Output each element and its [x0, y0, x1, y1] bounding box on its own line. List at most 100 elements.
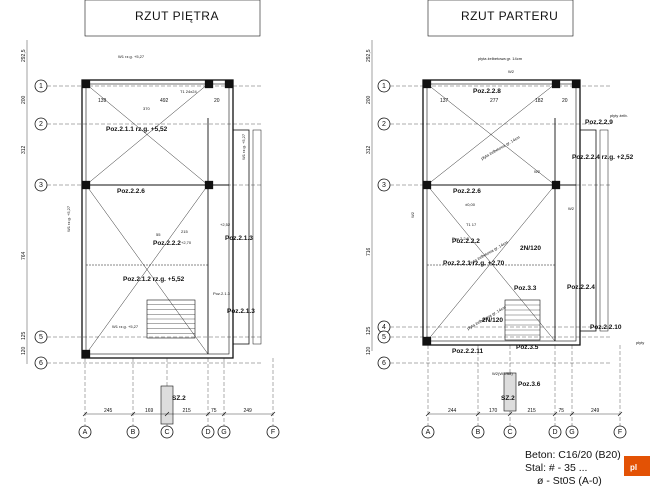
ground-position-label-10: Poz.3.5 — [516, 344, 539, 351]
upper-col-bubble-F-label: F — [271, 429, 275, 436]
upper-position-label-4: Poz.2.2.2 — [153, 240, 181, 247]
ground-col-bubble-F-circle — [613, 425, 627, 439]
upper-note-4: T1 24x24 — [180, 89, 197, 94]
upper-row-bubble-6-label: 6 — [39, 360, 43, 367]
watermark-text: pl — [630, 463, 637, 472]
upper-col-bubble-A-label: A — [83, 429, 88, 436]
upper-note-2: W1 rz.g. +5,27 — [112, 324, 139, 329]
ground-dim-bottom-4: 249 — [591, 408, 600, 414]
upper-dim-left-1: 200 — [21, 95, 27, 104]
ground-position-label-5: Poz.2.2.1 rz.g. +2,70 — [443, 260, 505, 267]
upper-dim-left-5: 120 — [21, 346, 27, 355]
ground-row-bubble-3-label: 3 — [382, 182, 386, 189]
ground-note-12: W2(W1/B8) — [492, 371, 513, 376]
ground-position-label-9: Poz.2.2.11 — [452, 348, 483, 355]
ground-position-label-8: Poz.2.2.10 — [590, 324, 622, 331]
ground-column-3 — [422, 180, 432, 190]
upper-dim-tick-5 — [270, 411, 276, 417]
ground-dim-top-0: 137 — [440, 98, 449, 104]
ground-col-bubble-C-circle — [503, 425, 517, 439]
upper-row-bubble-6-circle — [34, 356, 48, 370]
material-legend: Beton: C16/20 (B20) Stal: # - 35 ... ø -… — [525, 449, 621, 487]
upper-row-bubble-1-circle — [34, 79, 48, 93]
ground-foundation-stub — [503, 372, 517, 412]
ground-dim-bottom-0: 244 — [448, 408, 457, 414]
upper-note-5: +2,70 — [181, 240, 192, 245]
ground-dim-left-1: 200 — [366, 95, 372, 104]
ground-note-4: płyty żelb. — [610, 113, 628, 118]
upper-dim-tick-2 — [164, 411, 170, 417]
ground-note-0: płyta żelbetowa gr. 14cm — [478, 56, 523, 61]
upper-col-bubble-D-circle — [201, 425, 215, 439]
upper-slab-diagonal-4 — [85, 184, 209, 355]
ground-row-bubble-1-circle — [377, 79, 391, 93]
upper-note-6: +2,52 — [220, 222, 231, 227]
ground-row-bubble-5-label: 5 — [382, 334, 386, 341]
upper-side-annex — [232, 129, 250, 345]
ground-note-10: ±0,00 — [465, 202, 476, 207]
upper-dim-left-0: 292,5 — [21, 49, 27, 62]
upper-note-0: W1 rz.g. +5,27 — [118, 54, 145, 59]
upper-outer-wall — [81, 79, 234, 359]
ground-position-label-14: 2N/120 — [520, 245, 541, 252]
ground-position-label-11: Poz.3.6 — [518, 381, 541, 388]
ground-row-bubble-2-label: 2 — [382, 121, 386, 128]
upper-dim-tick-4 — [221, 411, 227, 417]
upper-position-label-6: SZ.2 — [172, 395, 186, 402]
ground-position-label-12: SZ.2 — [501, 395, 515, 402]
ground-position-label-0: Poz.2.2.8 — [473, 88, 501, 95]
ground-col-bubble-G-circle — [565, 425, 579, 439]
upper-row-bubble-5-circle — [34, 330, 48, 344]
upper-dim-tick-3 — [205, 411, 211, 417]
upper-row-bubble-2-label: 2 — [39, 121, 43, 128]
upper-dim-bottom-2: 215 — [183, 408, 192, 414]
upper-note-1: W1 rz.g. +5,27 — [66, 205, 71, 232]
ground-dim-top-2: 182 — [535, 98, 544, 104]
ground-dim-tick-5 — [617, 411, 623, 417]
upper-title-frame — [84, 0, 261, 37]
upper-column-5 — [81, 349, 91, 359]
upper-row-bubble-3-label: 3 — [39, 182, 43, 189]
upper-row-bubble-5-label: 5 — [39, 334, 43, 341]
ground-dim-tick-2 — [507, 411, 513, 417]
upper-row-bubble-2-circle — [34, 117, 48, 131]
ground-col-bubble-D-circle — [548, 425, 562, 439]
ground-position-label-7: Poz.3.3 — [514, 285, 537, 292]
upper-column-1 — [204, 79, 214, 89]
upper-col-bubble-A-circle — [78, 425, 92, 439]
ground-note-9: W2 — [568, 206, 575, 211]
ground-dim-tick-3 — [552, 411, 558, 417]
upper-row-bubble-1-label: 1 — [39, 83, 43, 90]
ground-dim-tick-4 — [569, 411, 575, 417]
ground-col-bubble-C-label: C — [507, 429, 512, 436]
legend-steel-main: Stal: # - 35 ... — [525, 462, 587, 474]
upper-note-10: 370 — [143, 106, 150, 111]
ground-dim-tick-1 — [475, 411, 481, 417]
upper-col-bubble-C-circle — [160, 425, 174, 439]
ground-note-8: W2 — [534, 169, 541, 174]
upper-dim-tick-0 — [82, 411, 88, 417]
ground-side-annex-edge — [599, 129, 609, 332]
upper-dim-left-3: 764 — [21, 251, 27, 260]
upper-column-4 — [204, 180, 214, 190]
watermark-background — [624, 456, 650, 476]
ground-note-7: W2 — [410, 211, 415, 218]
upper-col-bubble-B-circle — [126, 425, 140, 439]
upper-note-9: 215 — [181, 229, 188, 234]
upper-col-bubble-G-label: G — [221, 429, 226, 436]
upper-col-bubble-B-label: B — [131, 429, 136, 436]
ground-dim-left-3: 716 — [366, 247, 372, 256]
ground-dim-left-4: 125 — [366, 326, 372, 335]
upper-position-label-5: Poz.2.1.3 — [227, 308, 255, 315]
upper-slab-diagonal-2 — [85, 83, 209, 186]
ground-row-bubble-6-circle — [377, 356, 391, 370]
ground-col-bubble-A-circle — [421, 425, 435, 439]
ground-col-bubble-B-label: B — [476, 429, 481, 436]
upper-dim-left-4: 125 — [21, 331, 27, 340]
ground-row-bubble-6-label: 6 — [382, 360, 386, 367]
upper-dim-bottom-3: 75 — [211, 408, 217, 414]
ground-dim-tick-0 — [425, 411, 431, 417]
